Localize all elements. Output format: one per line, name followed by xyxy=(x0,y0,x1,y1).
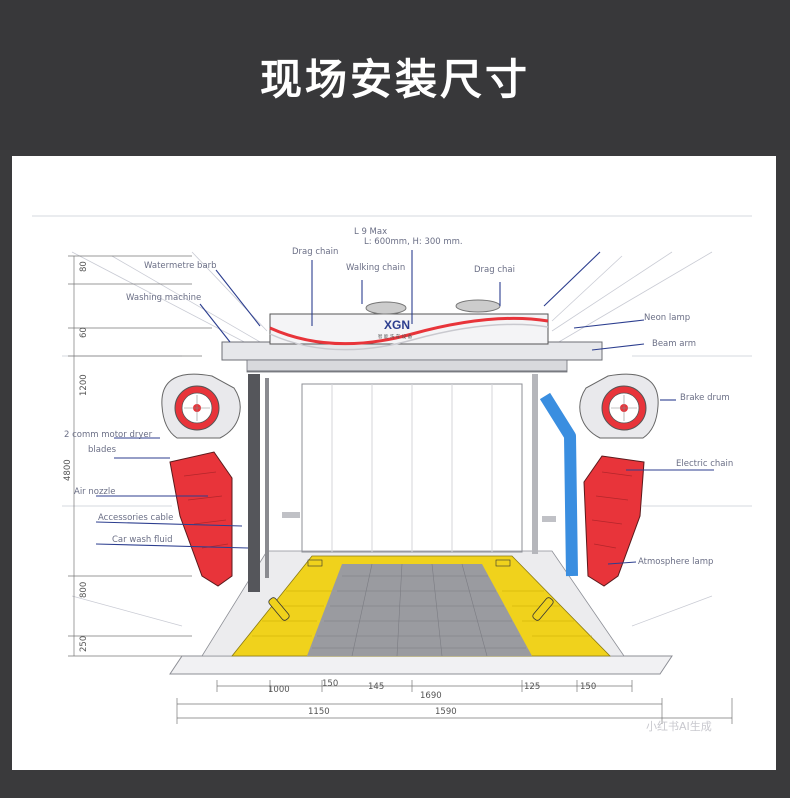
dim-h-1590: 1590 xyxy=(435,707,457,717)
diagram-panel: 80 60 1200 4800 800 250 xyxy=(12,156,776,770)
left-dryer xyxy=(161,373,241,439)
floor-track xyxy=(231,555,611,657)
right-brush xyxy=(583,455,645,587)
label-atmosphere-lamp: Atmosphere lamp xyxy=(638,557,713,567)
dim-v-beam: 60 xyxy=(79,327,89,338)
label-dryer-motor-1: 2 comm motor dryer xyxy=(64,430,153,440)
label-drag-chain: Drag chain xyxy=(292,247,338,257)
dim-h-150: 150 xyxy=(322,679,338,689)
dim-v-top: 80 xyxy=(79,261,89,272)
label-accessories-cable: Accessories cable xyxy=(98,513,173,523)
brand-logo: XGN xyxy=(384,318,410,332)
dim-v-total: 4800 xyxy=(63,459,73,481)
right-dryer xyxy=(579,373,659,439)
label-air-nozzle: Air nozzle xyxy=(74,487,115,497)
label-electric-chain: Electric chain xyxy=(676,459,733,469)
dim-v-250: 250 xyxy=(79,636,89,652)
label-washing-machine: Washing machine xyxy=(126,293,201,303)
label-water-meter: Watermetre barb xyxy=(144,261,217,271)
page-title: 现场安装尺寸 xyxy=(259,55,530,104)
perspective-lines xyxy=(32,215,752,627)
back-frame xyxy=(301,383,523,553)
gantry-columns xyxy=(248,374,578,592)
label-car-wash-fluid: Car wash fluid xyxy=(112,535,173,545)
dim-h-1690: 1690 xyxy=(420,691,442,701)
dim-h-1150: 1150 xyxy=(308,707,330,717)
dim-h-125: 125 xyxy=(524,682,540,692)
label-drag-chain-right: Drag chai xyxy=(474,265,515,275)
dim-h-1000: 1000 xyxy=(268,685,290,695)
vertical-dimensions xyxy=(68,255,212,657)
label-brake-drum: Brake drum xyxy=(680,393,730,403)
leader-lines xyxy=(95,250,714,565)
top-beam xyxy=(221,299,603,373)
left-brush xyxy=(169,451,233,587)
dim-v-mid: 1200 xyxy=(79,374,89,396)
watermark: 小红书AI生成 xyxy=(646,719,712,733)
dim-h-150b: 150 xyxy=(580,682,596,692)
label-beam-arm: Beam arm xyxy=(652,339,696,349)
dim-h-145: 145 xyxy=(368,682,384,692)
label-dryer-motor-2: blades xyxy=(88,445,117,455)
label-neon-lamp: Neon lamp xyxy=(644,313,690,323)
note-line2: L: 600mm, H: 300 mm. xyxy=(364,237,463,247)
note-line1: L 9 Max xyxy=(354,227,387,237)
header-bar: 现场安装尺寸 xyxy=(0,0,790,150)
car-wash-installation-diagram: 80 60 1200 4800 800 250 xyxy=(32,215,752,733)
horizontal-dimensions xyxy=(176,680,733,724)
dim-v-800: 800 xyxy=(79,582,89,598)
brand-tagline: 智 能 洗 车 设 备 xyxy=(378,333,413,340)
label-walking-chain: Walking chain xyxy=(346,263,405,273)
